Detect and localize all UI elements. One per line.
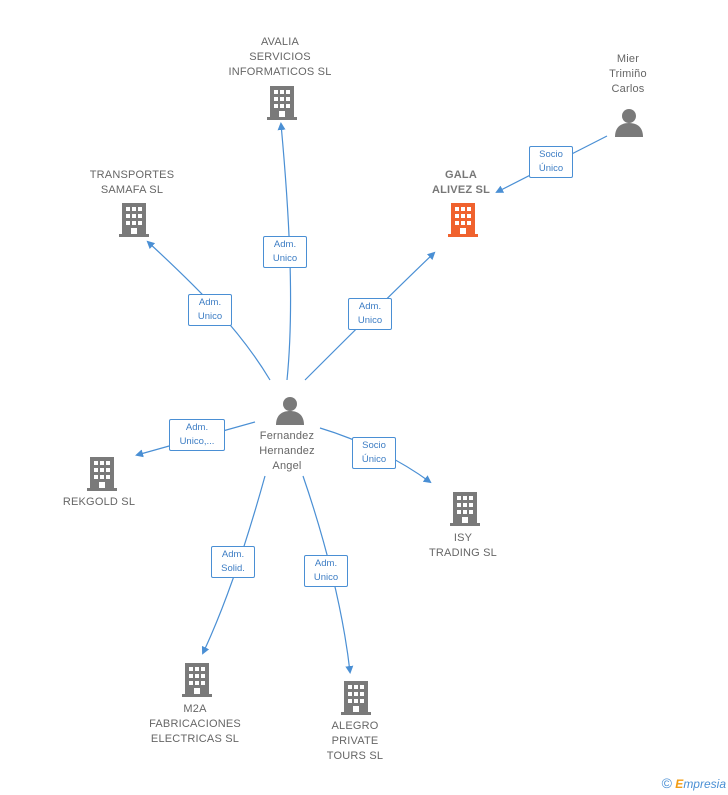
building-icon[interactable] — [119, 203, 149, 237]
building-icon[interactable] — [182, 663, 212, 697]
brand-initial: E — [675, 777, 684, 791]
node-label-transportes: TRANSPORTES SAMAFA SL — [89, 169, 175, 196]
empresia-logo[interactable]: © Empresia — [662, 775, 726, 791]
relation-label-fernandez-transportes[interactable]: Adm.Unico — [188, 294, 232, 326]
node-label-gala: GALA ALIVEZ SL — [431, 169, 491, 196]
node-label-fernandez: Fernandez Hernandez Angel — [259, 430, 315, 472]
relation-label-fernandez-avalia[interactable]: Adm.Unico — [263, 236, 307, 268]
person-icon[interactable] — [614, 107, 644, 137]
person-icon[interactable] — [275, 395, 305, 425]
building-icon[interactable] — [341, 681, 371, 715]
relation-label-fernandez-gala[interactable]: Adm.Unico — [348, 298, 392, 330]
node-label-avalia: AVALIA SERVICIOS INFORMATICOS SL — [228, 36, 332, 78]
building-icon[interactable] — [267, 86, 297, 120]
node-label-mier: Mier Trimiño Carlos — [609, 53, 647, 95]
copyright-symbol: © — [661, 775, 672, 791]
node-label-rekgold: REKGOLD SL — [62, 496, 136, 508]
node-label-isy: ISY TRADING SL — [428, 532, 497, 559]
building-icon[interactable] — [87, 457, 117, 491]
relation-label-fernandez-rekgold[interactable]: Adm.Unico,... — [169, 419, 225, 451]
brand-name: mpresia — [683, 777, 726, 791]
node-label-alegro: ALEGRO PRIVATE TOURS SL — [326, 720, 384, 762]
relation-label-fernandez-m2a[interactable]: Adm.Solid. — [211, 546, 255, 578]
building-icon[interactable] — [448, 203, 478, 237]
relation-label-fernandez-alegro[interactable]: Adm.Unico — [304, 555, 348, 587]
node-label-m2a: M2A FABRICACIONES ELECTRICAS SL — [149, 703, 241, 745]
building-icon[interactable] — [450, 492, 480, 526]
